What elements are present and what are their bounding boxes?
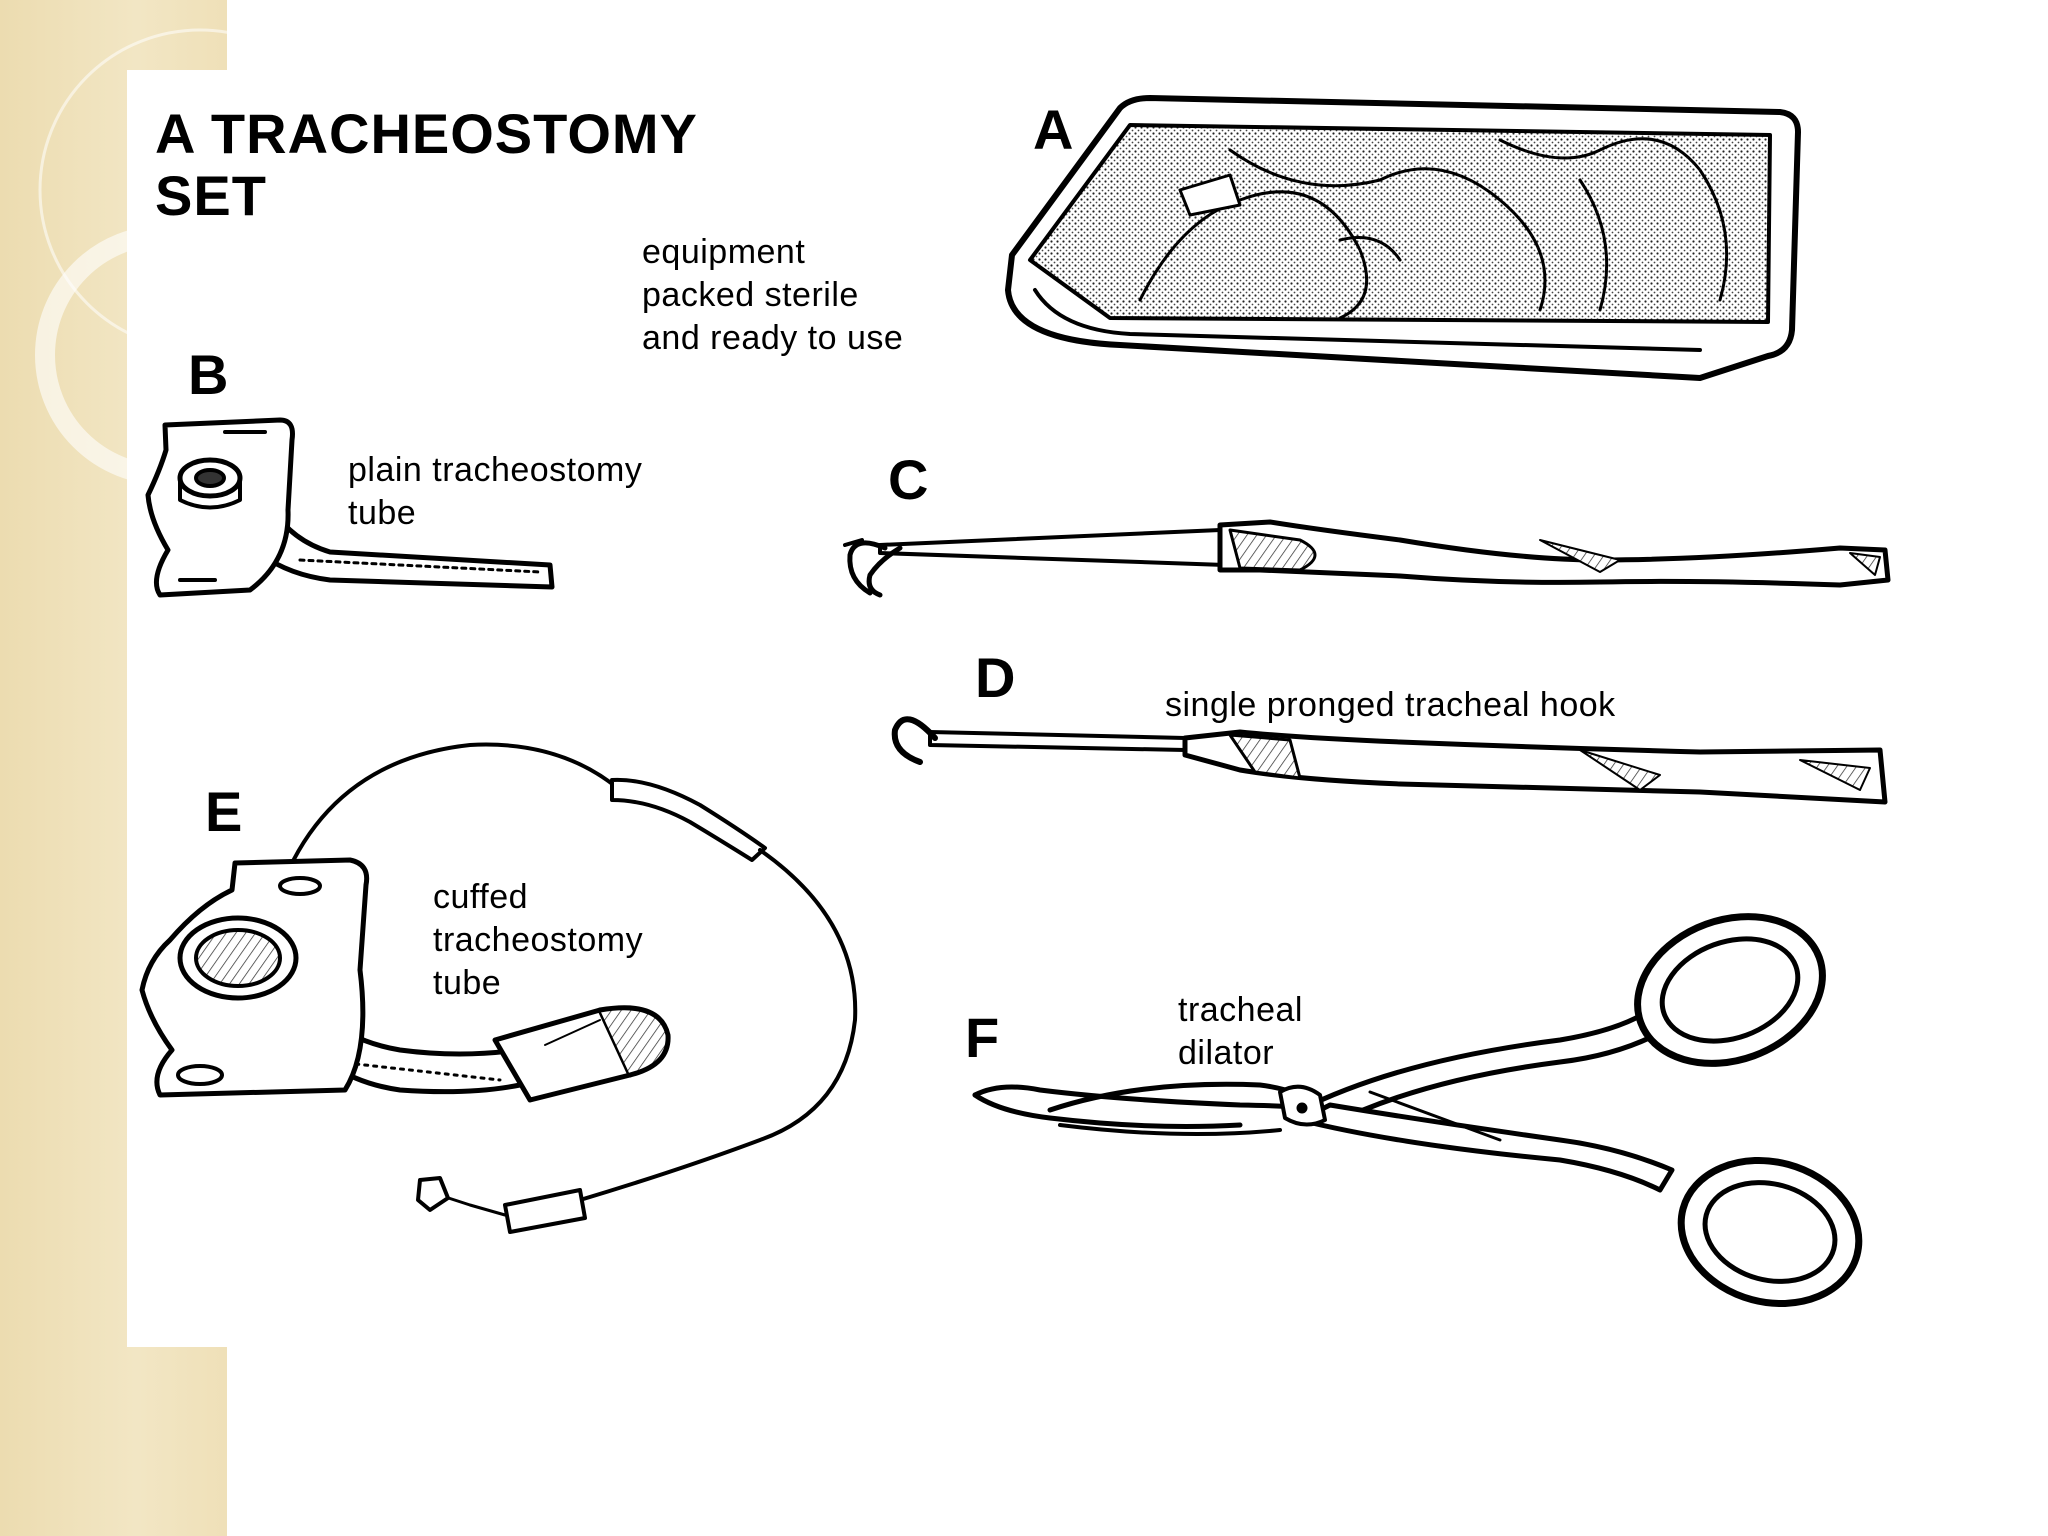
- item-c-letter: C: [888, 448, 929, 511]
- item-a-caption: equipment packed sterile and ready to us…: [642, 231, 903, 360]
- item-d-letter: D: [975, 646, 1016, 709]
- item-e-caption-line-2: tracheostomy: [433, 921, 644, 959]
- item-e-letter: E: [205, 780, 243, 843]
- item-e-caption-line-3: tube: [433, 964, 502, 1002]
- item-d-caption-line-1: single pronged tracheal hook: [1165, 686, 1616, 724]
- item-a-caption-line-3: and ready to use: [642, 319, 904, 357]
- item-f-caption: tracheal dilator: [1178, 989, 1303, 1075]
- item-b-letter: B: [188, 343, 229, 406]
- item-e-caption-line-1: cuffed: [433, 878, 529, 916]
- item-f-letter: F: [965, 1006, 1000, 1069]
- single-pronged-tracheal-hook-icon: [891, 716, 1888, 805]
- item-f-caption-line-2: dilator: [1178, 1034, 1275, 1072]
- double-pronged-hook-icon: [843, 519, 1891, 598]
- sterile-tray-icon: [1005, 95, 1801, 381]
- cuffed-tracheostomy-tube-icon: [139, 742, 858, 1234]
- item-b-caption-line-1: plain tracheostomy: [348, 451, 643, 489]
- item-a-letter: A: [1033, 98, 1074, 161]
- item-b-caption-line-2: tube: [348, 494, 417, 532]
- item-a-caption-line-1: equipment: [642, 233, 806, 271]
- item-f-caption-line-1: tracheal: [1178, 991, 1303, 1029]
- plain-tracheostomy-tube-icon: [145, 417, 555, 598]
- item-a-caption-line-2: packed sterile: [642, 276, 859, 314]
- tracheal-dilator-icon: [972, 913, 1863, 1308]
- figure-title-line-2: SET: [155, 164, 267, 227]
- figure-title-line-1: A TRACHEOSTOMY: [155, 102, 698, 165]
- item-d-caption: single pronged tracheal hook: [1165, 684, 1616, 727]
- figure-title: A TRACHEOSTOMY SET: [155, 103, 698, 227]
- item-e-caption: cuffed tracheostomy tube: [433, 876, 643, 1005]
- item-b-caption: plain tracheostomy tube: [348, 449, 642, 535]
